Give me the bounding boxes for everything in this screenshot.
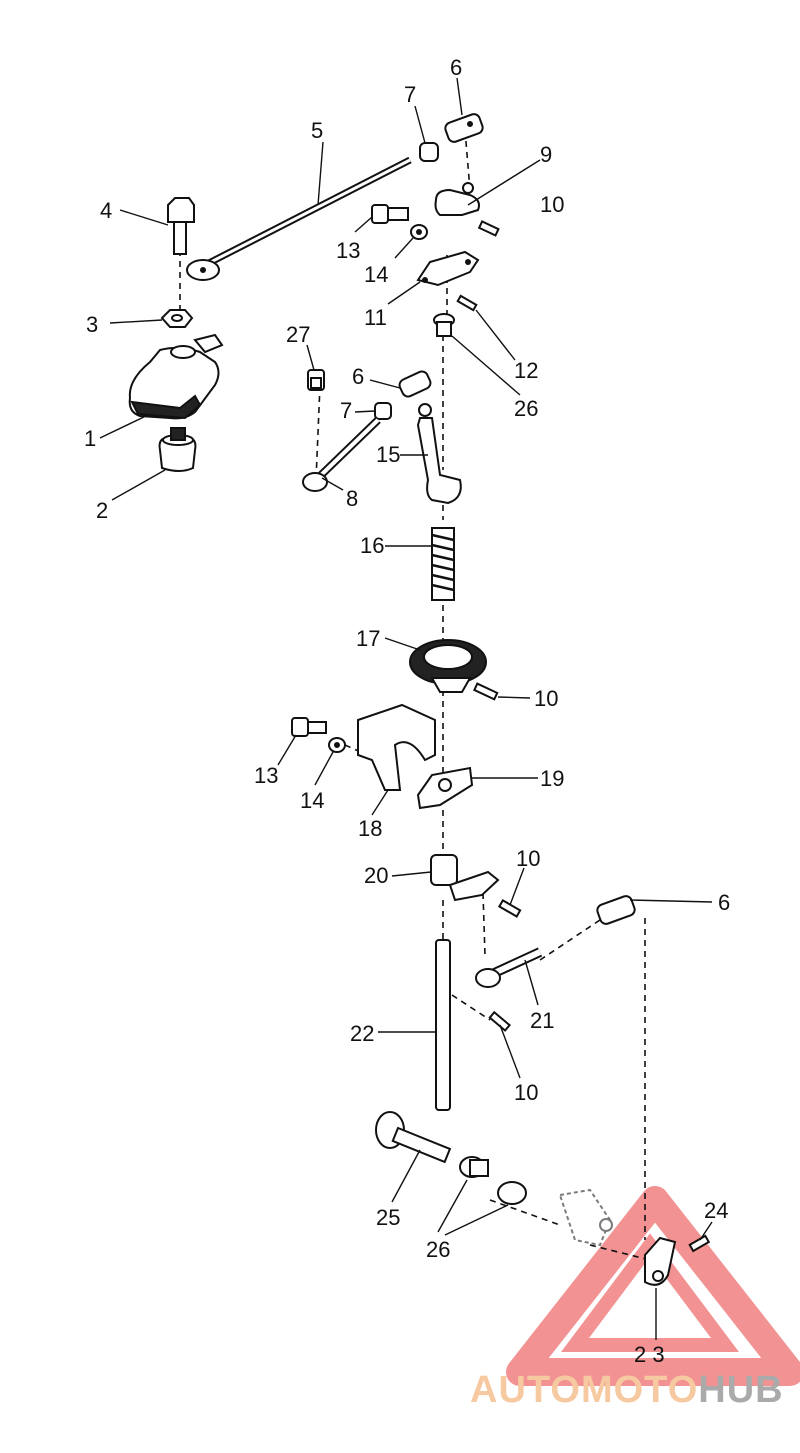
part-15-arm	[416, 403, 462, 505]
callout-6-top: 6	[450, 55, 462, 80]
part-3-nut	[160, 309, 194, 328]
watermark-moto: MOTO	[581, 1369, 698, 1411]
callout-26-top: 26	[514, 396, 538, 421]
part-6-socket-mid	[398, 370, 432, 398]
callout-23: 2 3	[634, 1342, 665, 1367]
part-10-pin-bottom	[488, 1010, 511, 1032]
svg-text:AUTOMOTOHUB: AUTOMOTOHUB	[470, 1369, 784, 1411]
part-25-bolt	[375, 1111, 452, 1164]
callout-9: 9	[540, 142, 552, 167]
watermark-auto: AUTO	[470, 1369, 581, 1411]
watermark-hub: HUB	[698, 1369, 783, 1411]
part-10-pin-mid	[473, 682, 499, 701]
part-18-bracket	[357, 703, 436, 791]
callout-labels: 1 2 3 4 5 6 7 9 10 13 14 11 12 26 27 6 7…	[84, 55, 730, 1367]
part-10-pin-top	[477, 220, 500, 237]
callout-7-mid: 7	[340, 398, 352, 423]
callout-18: 18	[358, 816, 382, 841]
callout-13-top: 13	[336, 238, 360, 263]
part-14-washer-lower	[328, 737, 346, 753]
callout-20: 20	[364, 863, 388, 888]
part-13-screw-lower	[291, 717, 327, 737]
callout-2: 2	[96, 498, 108, 523]
part-20-lever	[430, 854, 500, 902]
callout-10-right: 10	[516, 846, 540, 871]
callout-8: 8	[346, 486, 358, 511]
callout-24: 24	[704, 1198, 728, 1223]
callout-26-bottom: 26	[426, 1237, 450, 1262]
callout-3: 3	[86, 312, 98, 337]
part-17-cam	[409, 639, 487, 693]
watermark-logo	[506, 1186, 800, 1386]
part-12-pin	[456, 294, 478, 312]
callout-7-top: 7	[404, 82, 416, 107]
part-13-screw-top	[371, 204, 409, 224]
callout-21: 21	[530, 1008, 554, 1033]
watermark-triangle-inner	[561, 1233, 739, 1352]
part-7-nut-top	[419, 142, 439, 162]
part-2-bushing	[158, 427, 197, 472]
part-9-lever	[434, 182, 480, 216]
callout-10-bottom: 10	[514, 1080, 538, 1105]
part-8-rod	[302, 417, 381, 492]
callout-14-top: 14	[364, 262, 388, 287]
callout-10-top: 10	[540, 192, 564, 217]
callout-16: 16	[360, 533, 384, 558]
part-21-rod-end	[475, 947, 543, 988]
part-16-spring	[431, 527, 455, 601]
part-27-fitting	[307, 369, 325, 391]
part-6-socket-top	[444, 113, 484, 143]
callout-6-mid: 6	[352, 364, 364, 389]
assembly-axes	[179, 129, 651, 1261]
part-26-bushing-top	[433, 313, 455, 337]
callout-25: 25	[376, 1205, 400, 1230]
part-26-bushings-bottom	[459, 1156, 527, 1205]
callout-14-lower: 14	[300, 788, 324, 813]
leader-lines	[99, 77, 713, 1340]
part-bracket-faint	[558, 1188, 613, 1247]
callout-4: 4	[100, 198, 112, 223]
callout-13-lower: 13	[254, 763, 278, 788]
part-11-clamp	[416, 250, 480, 287]
watermark-triangle	[506, 1186, 800, 1386]
callout-11: 11	[364, 305, 387, 330]
callout-5: 5	[311, 118, 323, 143]
callout-10-mid: 10	[534, 686, 558, 711]
part-7-nut-mid	[374, 402, 392, 420]
callout-19: 19	[540, 766, 564, 791]
callout-1: 1	[84, 426, 96, 451]
part-24-pin	[688, 1234, 711, 1253]
part-6-socket-right	[596, 895, 636, 925]
callout-12: 12	[514, 358, 538, 383]
watermark-text: AUTOMOTOHUB	[470, 1369, 784, 1411]
callout-22: 22	[350, 1021, 374, 1046]
part-14-washer-top	[410, 224, 428, 240]
callout-6-right: 6	[718, 890, 730, 915]
part-19-clamp	[416, 766, 474, 810]
callout-15: 15	[376, 442, 400, 467]
part-4-bolt	[167, 197, 195, 255]
part-23-lever	[644, 1236, 677, 1286]
callout-17: 17	[356, 626, 380, 651]
part-1-lever	[128, 333, 224, 420]
part-5-link-rod	[186, 156, 412, 281]
part-22-shaft	[435, 939, 451, 1111]
callout-27: 27	[286, 322, 310, 347]
part-10-pin-low	[497, 899, 522, 918]
